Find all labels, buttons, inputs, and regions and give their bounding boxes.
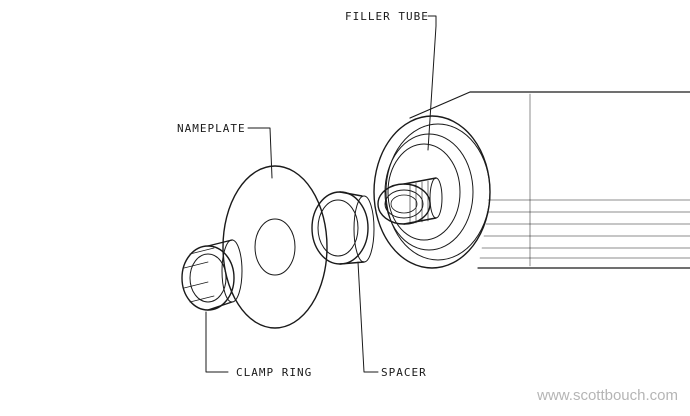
- nameplate-label: NAMEPLATE: [177, 122, 246, 135]
- watermark: www.scottbouch.com: [537, 387, 678, 404]
- cylinder-body: [373, 91, 690, 269]
- spacer-label: SPACER: [381, 366, 427, 379]
- filler-tube-label: FILLER TUBE: [345, 10, 429, 23]
- leader-lines: [205, 15, 437, 373]
- filler-tube: [377, 177, 443, 225]
- spacer-ring: [311, 191, 375, 265]
- nameplate-disc: [222, 165, 328, 329]
- clamp-ring: [181, 239, 243, 311]
- clamp-ring-label: CLAMP RING: [236, 366, 313, 379]
